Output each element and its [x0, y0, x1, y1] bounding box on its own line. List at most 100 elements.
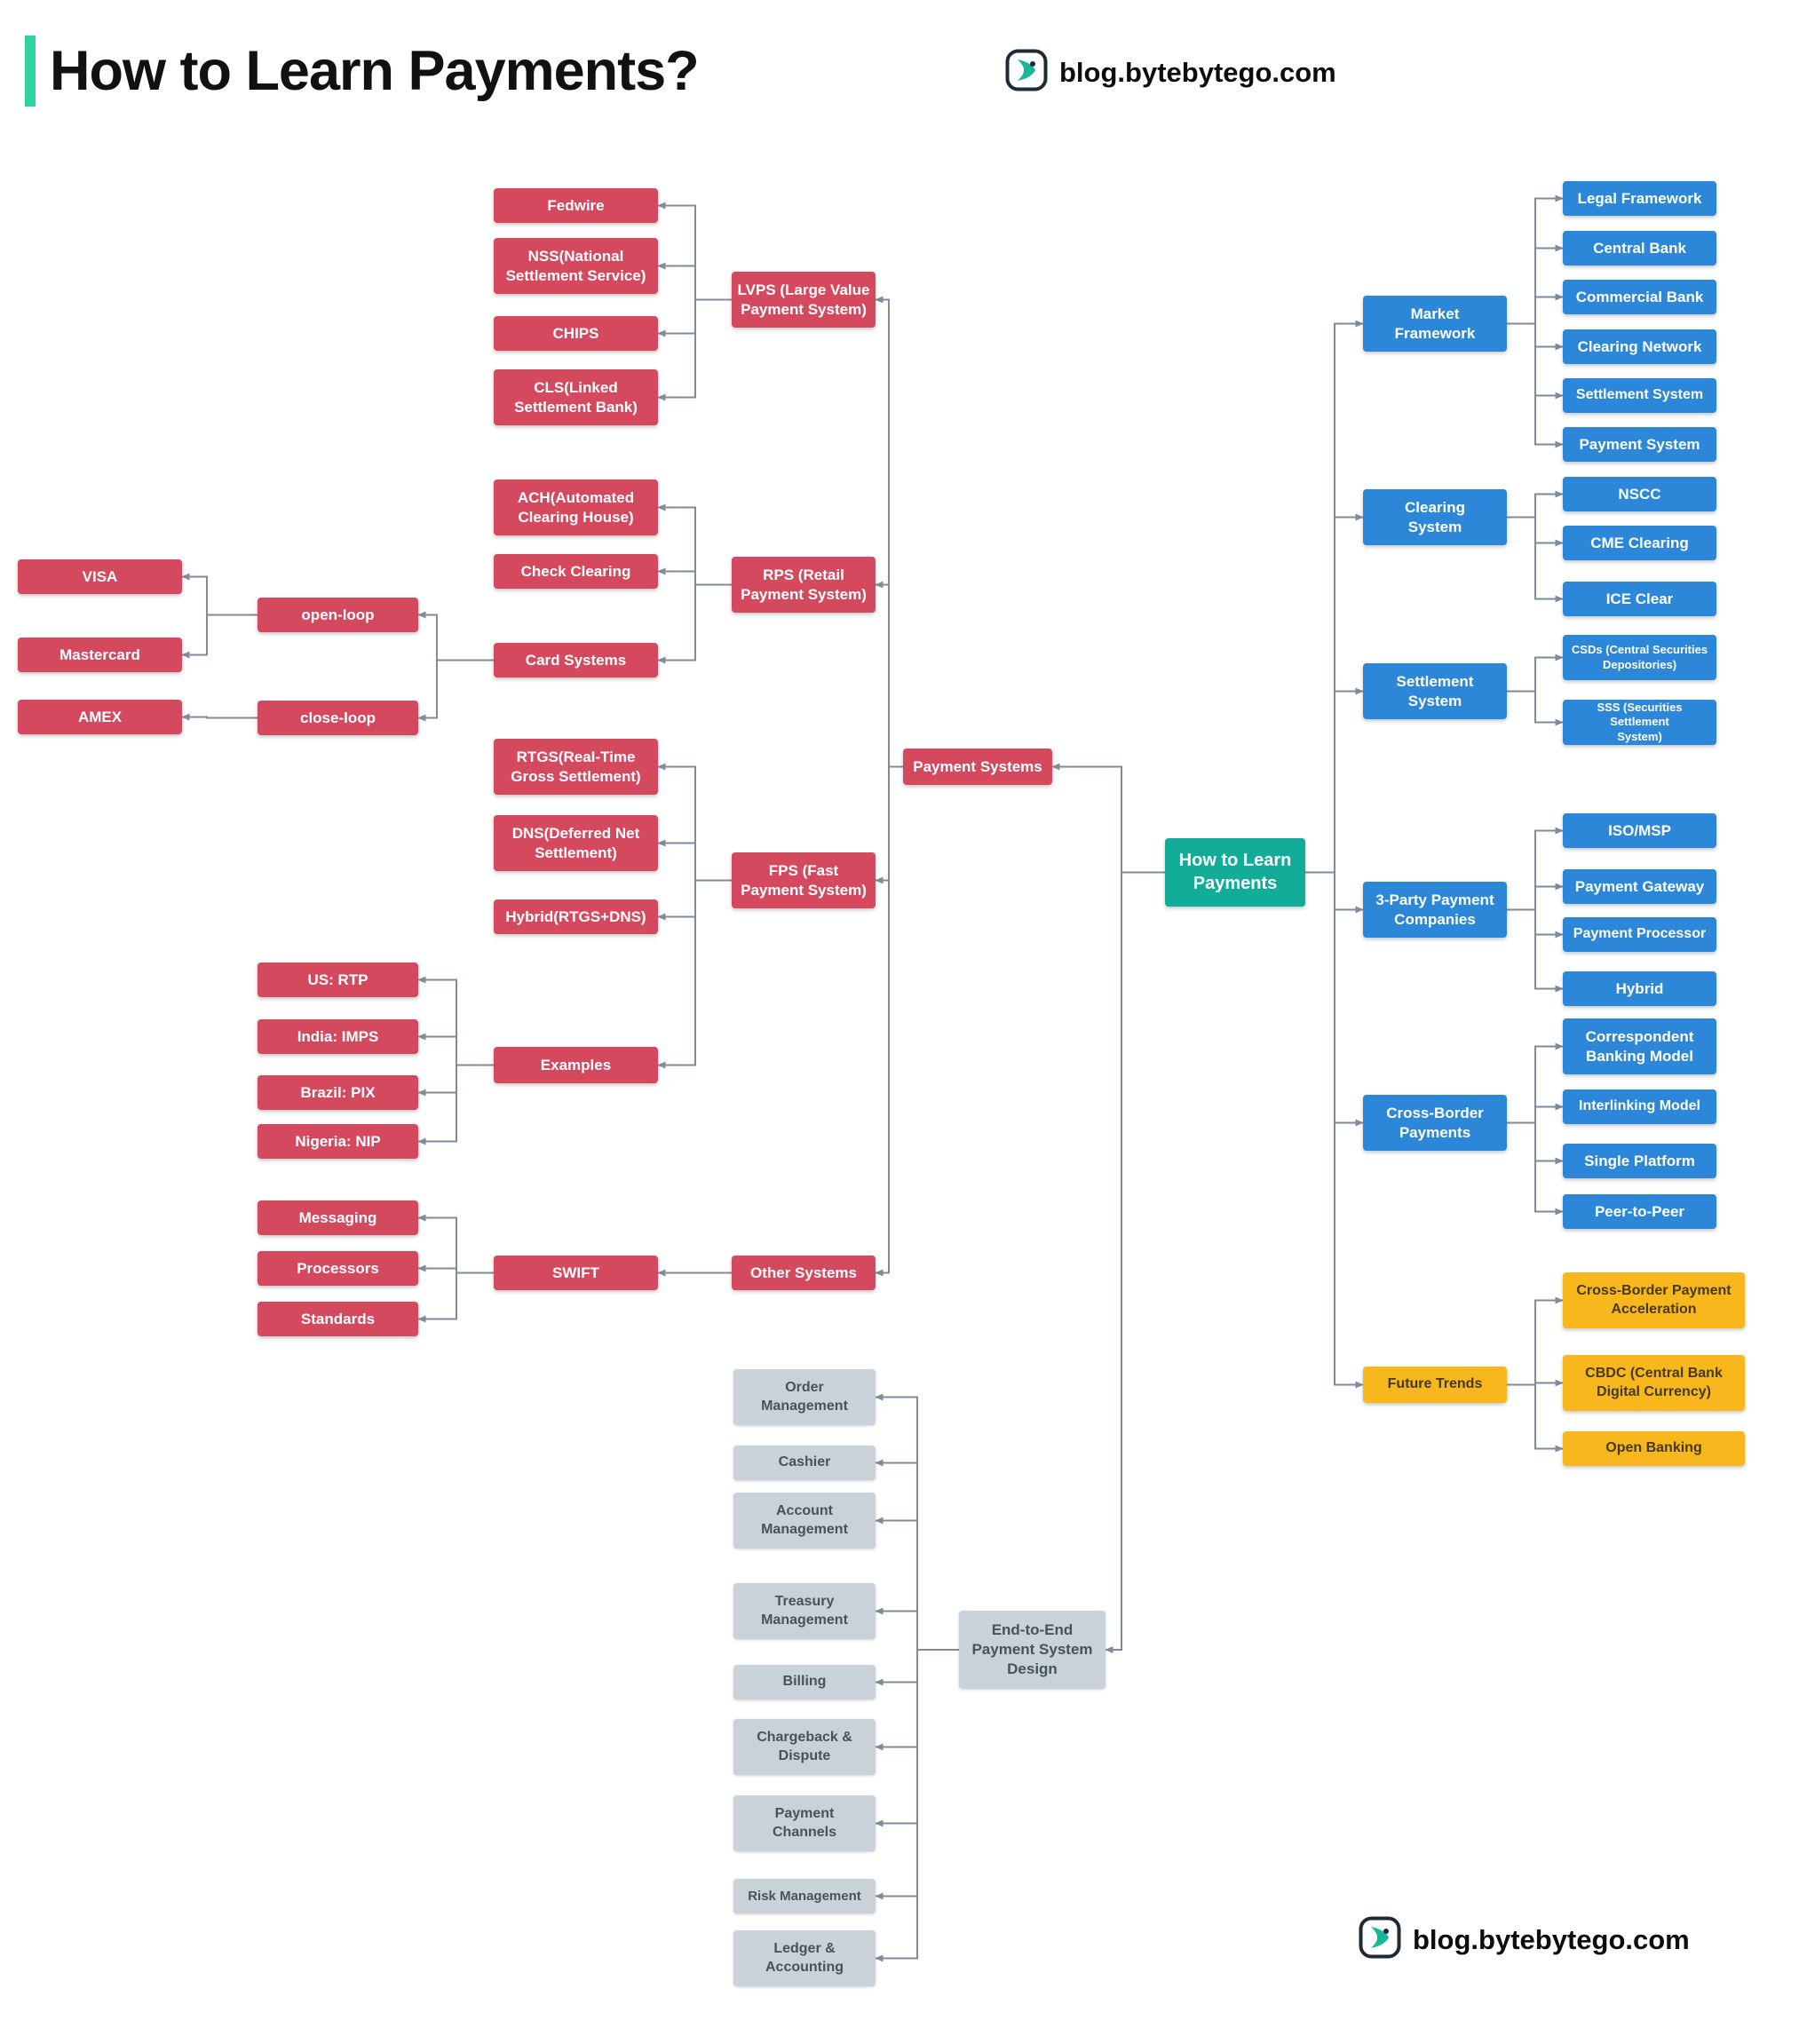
- connector-e2e-to-account-mgmt: [875, 1517, 959, 1651]
- page-title: How to Learn Payments?: [50, 40, 700, 102]
- node-cbdc: CBDC (Central Bank Digital Currency): [1563, 1355, 1745, 1411]
- connector-market-framework-to-payment-system-leaf: [1507, 322, 1564, 448]
- node-csds: CSDs (Central Securities Depositories): [1563, 635, 1716, 680]
- node-nss: NSS(National Settlement Service): [494, 238, 658, 294]
- connector-cross-border-to-interlinking: [1507, 1103, 1564, 1124]
- connector-clearing-system-to-ice-clear: [1507, 516, 1564, 603]
- connector-lvps-to-chips: [657, 298, 732, 337]
- node-swift: SWIFT: [494, 1256, 658, 1290]
- connector-rps-to-check-clearing: [657, 567, 732, 586]
- connector-swift-to-standards: [417, 1272, 494, 1323]
- connector-three-party-to-payment-gateway: [1507, 883, 1564, 911]
- node-open-loop: open-loop: [258, 598, 418, 632]
- node-ledger: Ledger & Accounting: [733, 1930, 876, 1986]
- connector-future-trends-to-cbpa: [1507, 1296, 1564, 1386]
- connector-close-loop-to-amex: [181, 713, 258, 721]
- connector-fps-to-examples: [657, 879, 732, 1069]
- node-lvps: LVPS (Large Value Payment System): [732, 272, 876, 328]
- node-clearing-system: Clearing System: [1363, 489, 1507, 545]
- connector-cross-border-to-peer-to-peer: [1507, 1121, 1564, 1216]
- node-payment-system-leaf: Payment System: [1563, 427, 1716, 462]
- node-other-systems: Other Systems: [732, 1256, 876, 1290]
- node-treasury-mgmt: Treasury Management: [733, 1583, 876, 1639]
- node-correspondent: Correspondent Banking Model: [1563, 1018, 1716, 1074]
- brand-bottom: blog.bytebytego.com: [1359, 1916, 1690, 1963]
- connector-e2e-to-order-mgmt: [875, 1393, 959, 1651]
- bytebytego-logo-icon: [1359, 1916, 1401, 1963]
- node-nigeria-nip: Nigeria: NIP: [258, 1124, 418, 1159]
- node-billing: Billing: [733, 1665, 876, 1699]
- connector-lvps-to-fedwire: [657, 202, 732, 301]
- node-market-framework: Market Framework: [1363, 296, 1507, 352]
- connector-card-systems-to-close-loop: [417, 659, 494, 722]
- node-order-mgmt: Order Management: [733, 1369, 876, 1425]
- node-settlement-system: Settlement System: [1363, 663, 1507, 719]
- connector-examples-to-nigeria-nip: [417, 1064, 494, 1145]
- connector-root-to-payment-systems: [1051, 763, 1165, 874]
- node-check-clearing: Check Clearing: [494, 554, 658, 589]
- node-legal-framework: Legal Framework: [1563, 181, 1716, 216]
- connector-settlement-system-to-sss: [1507, 690, 1564, 726]
- connector-cross-border-to-single-platform: [1507, 1121, 1564, 1165]
- title-accent-bar: [25, 36, 36, 107]
- connector-lvps-to-nss: [657, 262, 732, 301]
- connector-e2e-to-billing: [875, 1649, 959, 1686]
- node-cls: CLS(Linked Settlement Bank): [494, 369, 658, 425]
- connector-open-loop-to-visa: [181, 573, 258, 616]
- connector-settlement-system-to-csds: [1507, 654, 1564, 693]
- node-future-trends: Future Trends: [1363, 1367, 1507, 1403]
- node-single-platform: Single Platform: [1563, 1144, 1716, 1178]
- node-payment-gateway: Payment Gateway: [1563, 869, 1716, 904]
- connector-swift-to-messaging: [417, 1214, 494, 1274]
- node-payment-processor: Payment Processor: [1563, 917, 1716, 952]
- connector-e2e-to-payment-channels: [875, 1649, 959, 1827]
- connector-three-party-to-payment-processor: [1507, 908, 1564, 939]
- connector-payment-systems-to-rps: [875, 581, 903, 768]
- connector-future-trends-to-cbdc: [1507, 1379, 1564, 1387]
- node-chips: CHIPS: [494, 316, 658, 351]
- connector-rps-to-card-systems: [657, 583, 732, 664]
- page-title-block: How to Learn Payments?: [25, 36, 700, 107]
- node-brazil-pix: Brazil: PIX: [258, 1075, 418, 1110]
- node-hybrid-rtgs-dns: Hybrid(RTGS+DNS): [494, 899, 658, 934]
- node-hybrid: Hybrid: [1563, 971, 1716, 1006]
- node-examples: Examples: [494, 1047, 658, 1083]
- connector-payment-systems-to-lvps: [875, 296, 903, 768]
- node-chargeback: Chargeback & Dispute: [733, 1719, 876, 1775]
- node-interlinking: Interlinking Model: [1563, 1089, 1716, 1124]
- connector-e2e-to-ledger: [875, 1649, 959, 1962]
- node-ice-clear: ICE Clear: [1563, 582, 1716, 616]
- node-settlement-system-leaf: Settlement System: [1563, 378, 1716, 413]
- connector-e2e-to-risk-mgmt: [875, 1649, 959, 1900]
- node-card-systems: Card Systems: [494, 643, 658, 677]
- connector-e2e-to-chargeback: [875, 1649, 959, 1751]
- node-fedwire: Fedwire: [494, 188, 658, 223]
- node-payment-systems: Payment Systems: [903, 749, 1052, 785]
- brand-text-top: blog.bytebytego.com: [1059, 56, 1336, 88]
- node-clearing-network: Clearing Network: [1563, 329, 1716, 364]
- node-us-rtp: US: RTP: [258, 963, 418, 997]
- connector-open-loop-to-mastercard: [181, 614, 258, 659]
- connector-market-framework-to-commercial-bank: [1507, 293, 1564, 325]
- connector-market-framework-to-legal-framework: [1507, 194, 1564, 325]
- node-visa: VISA: [18, 559, 182, 594]
- connector-lvps-to-cls: [657, 298, 732, 401]
- node-cbpa: Cross-Border Payment Acceleration: [1563, 1272, 1745, 1328]
- node-ach: ACH(Automated Clearing House): [494, 479, 658, 535]
- brand-top: blog.bytebytego.com: [1005, 49, 1336, 96]
- connector-e2e-to-treasury-mgmt: [875, 1607, 959, 1651]
- node-sss: SSS (Securities Settlement System): [1563, 700, 1716, 745]
- connector-three-party-to-hybrid: [1507, 908, 1564, 993]
- connector-card-systems-to-open-loop: [417, 611, 494, 662]
- connector-root-to-future-trends: [1305, 871, 1364, 1389]
- connector-future-trends-to-open-banking: [1507, 1383, 1564, 1453]
- node-root: How to Learn Payments: [1165, 838, 1305, 907]
- node-three-party: 3-Party Payment Companies: [1363, 882, 1507, 938]
- connector-three-party-to-iso-msp: [1507, 827, 1564, 911]
- node-amex: AMEX: [18, 700, 182, 734]
- connector-fps-to-rtgs: [657, 763, 732, 882]
- connector-examples-to-india-imps: [417, 1033, 494, 1066]
- node-standards: Standards: [258, 1302, 418, 1336]
